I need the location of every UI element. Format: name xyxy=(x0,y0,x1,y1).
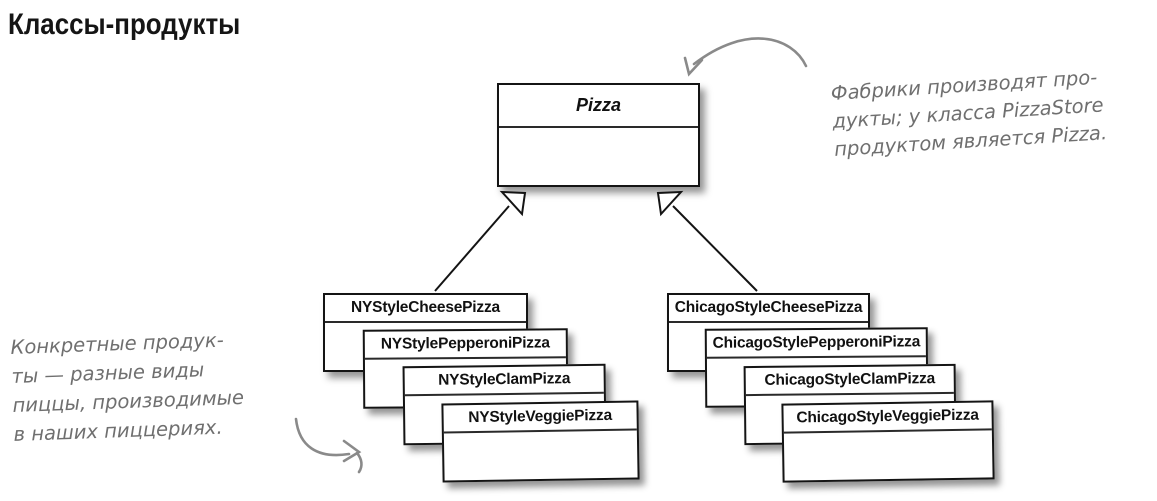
inheritance-arrow-right xyxy=(656,190,758,292)
class-name-label: ChicagoStyleCheesePizza xyxy=(669,295,868,323)
curved-arrow-to-stack-icon xyxy=(294,417,363,474)
curved-arrow-stroke xyxy=(692,37,808,68)
class-name-label: ChicagoStyleClamPizza xyxy=(745,365,954,397)
class-name-label: ChicagoStylePepperoniPizza xyxy=(706,329,926,359)
class-box-chicagostyleveggiepizza: ChicagoStyleVeggiePizza xyxy=(781,400,995,483)
products-note: Конкретные продук- ты — разные виды пицц… xyxy=(10,325,245,449)
inheritance-line xyxy=(434,205,510,292)
class-name-label: NYStylePepperoniPizza xyxy=(364,330,566,360)
curved-arrow-to-pizza-icon xyxy=(683,37,808,77)
generalization-triangle-icon xyxy=(499,190,527,217)
curved-arrow-tail xyxy=(355,451,363,474)
class-box-pizza: Pizza xyxy=(497,83,700,187)
factory-note: Фабрики производят про- дукты; у класса … xyxy=(830,63,1108,164)
class-body-empty xyxy=(784,430,993,480)
curved-arrow-head xyxy=(683,56,704,77)
class-name-label: NYStyleVeggiePizza xyxy=(443,402,637,434)
class-name-label: Pizza xyxy=(499,85,698,128)
class-name-label: NYStyleClamPizza xyxy=(404,365,604,397)
inheritance-arrow-left xyxy=(434,190,527,292)
class-name-label: NYStyleCheesePizza xyxy=(325,295,526,323)
class-name-label: ChicagoStyleVeggiePizza xyxy=(783,402,992,434)
curved-arrow-head xyxy=(342,439,362,463)
generalization-triangle-icon xyxy=(656,190,684,217)
class-box-nystyleveggiepizza: NYStyleVeggiePizza xyxy=(441,400,640,483)
curved-arrow-stroke xyxy=(294,417,351,457)
inheritance-line xyxy=(672,205,758,292)
class-body-empty xyxy=(499,128,698,185)
page-title: Классы-продукты xyxy=(8,8,241,41)
class-body-empty xyxy=(444,430,638,480)
